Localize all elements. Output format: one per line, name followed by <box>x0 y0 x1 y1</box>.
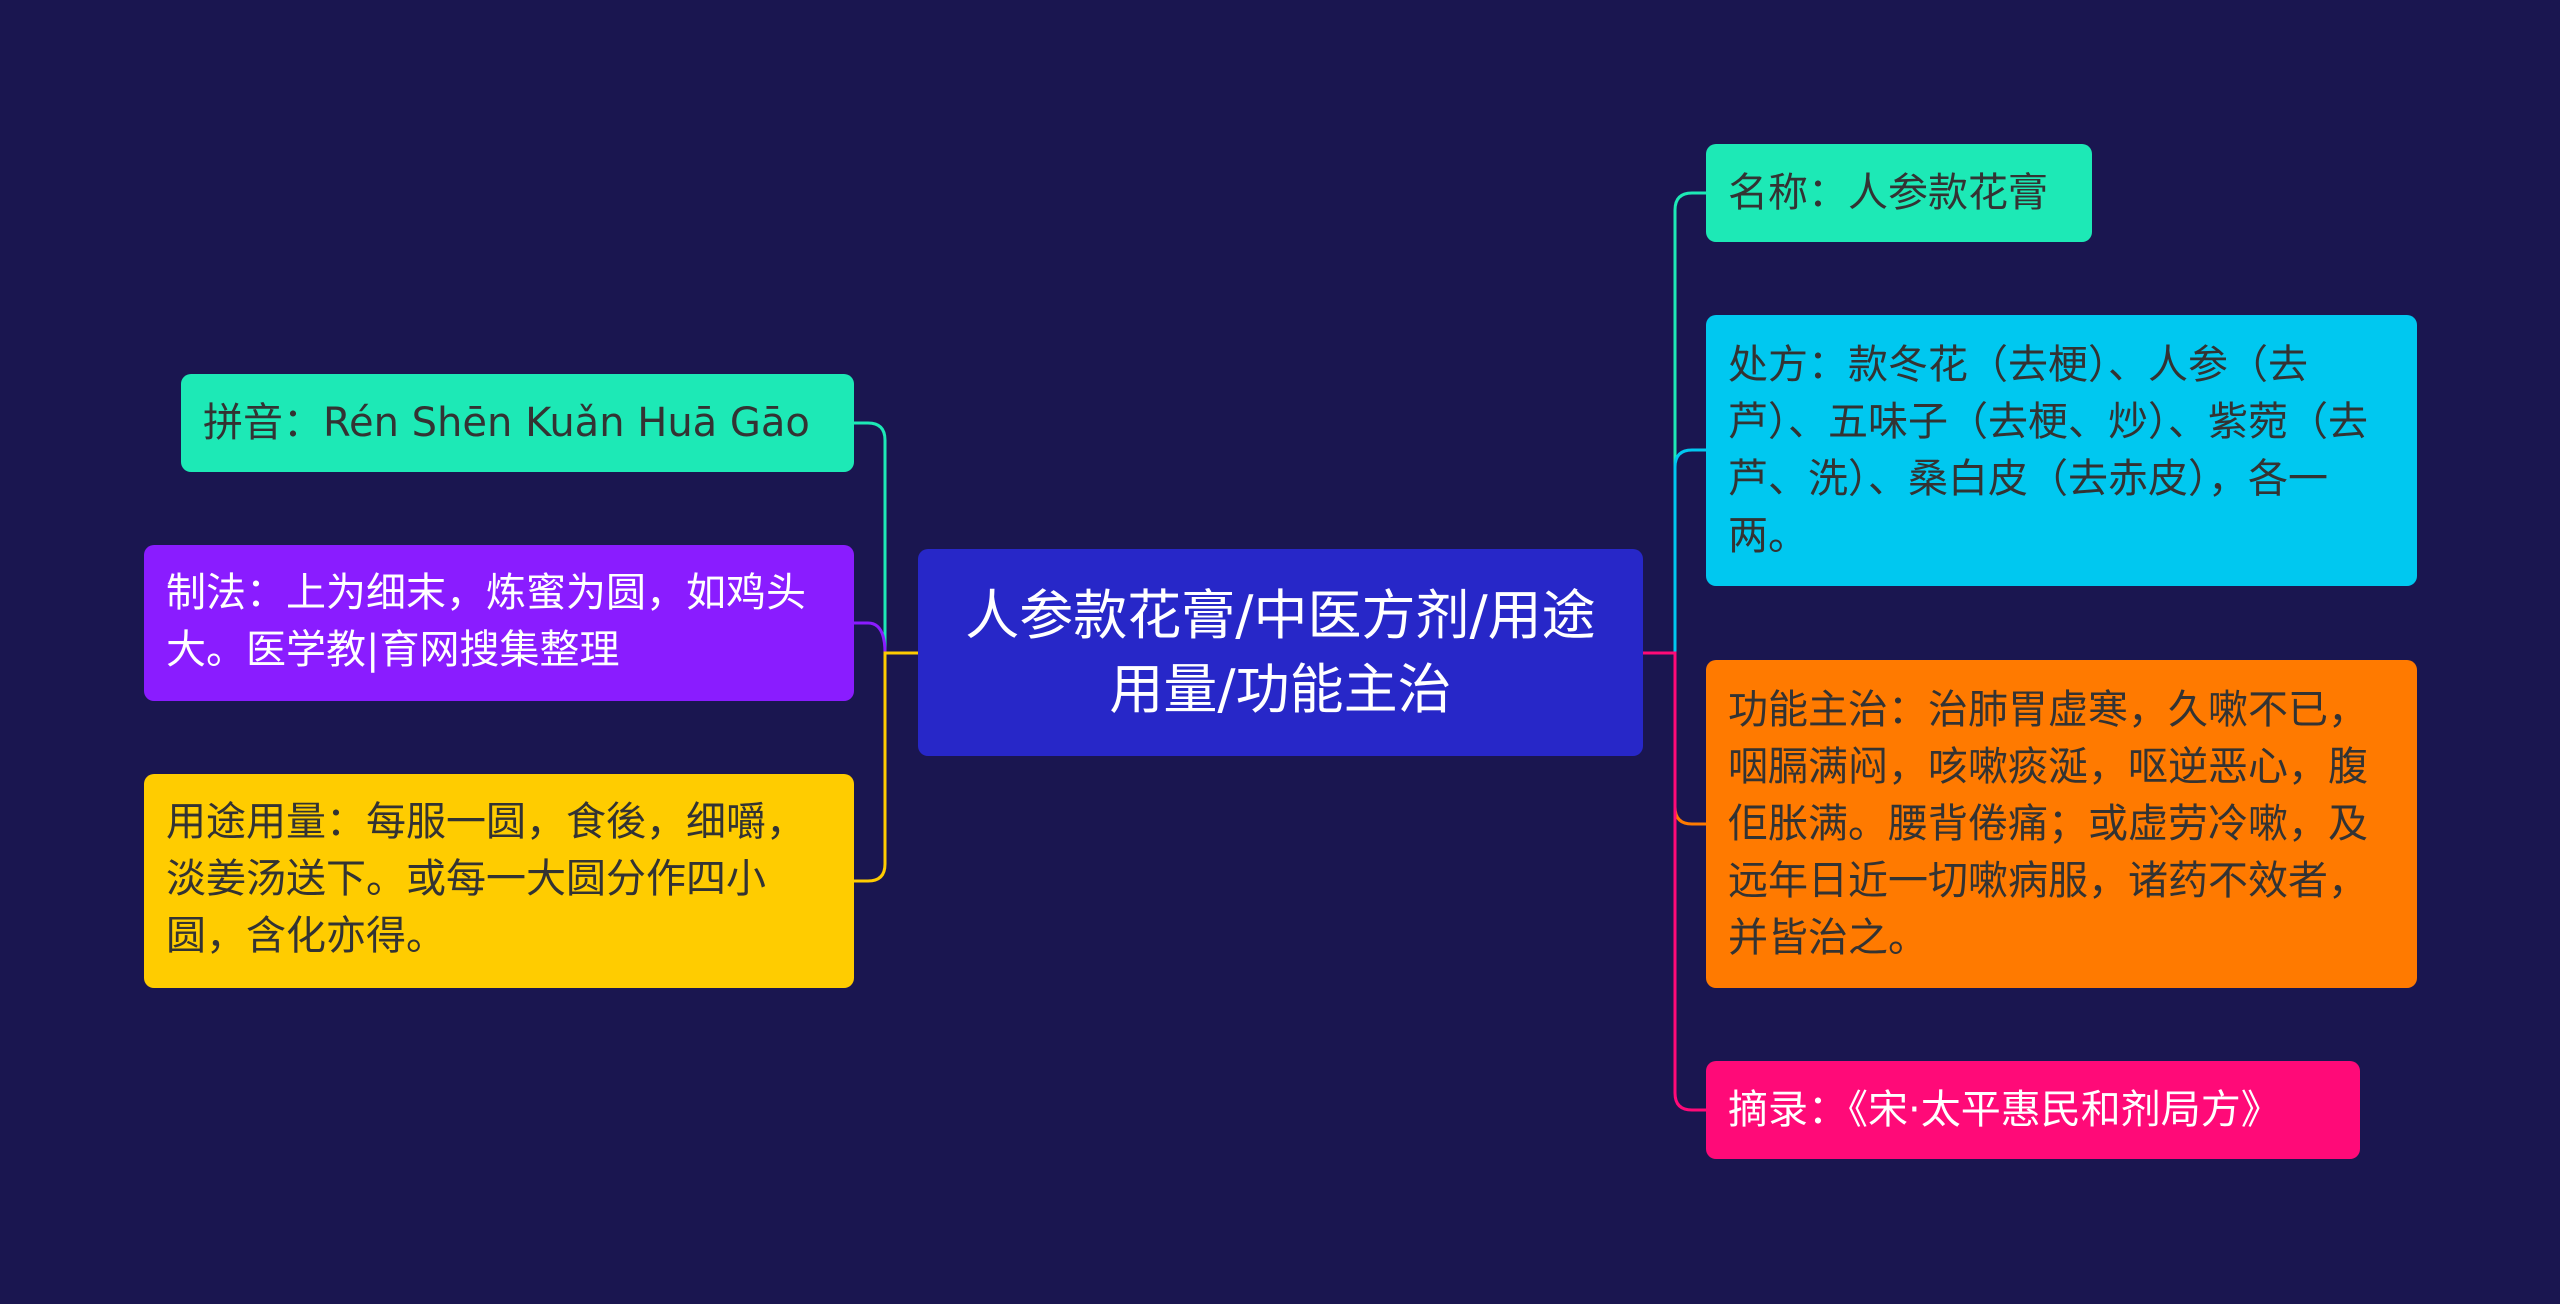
node-pinyin[interactable]: 拼音：Rén Shēn Kuǎn Huā Gāo <box>181 374 854 472</box>
link-chufang <box>1643 448 1706 655</box>
node-zhailu-text: 摘录：《宋·太平惠民和剂局方》 <box>1728 1086 2281 1133</box>
node-gongneng-text: 功能主治：治肺胃虚寒，久嗽不已，咽膈满闷，咳嗽痰涎，呕逆恶心，腹佢胀满。腰背倦痛… <box>1728 687 2368 961</box>
link-pinyin <box>854 421 918 655</box>
root-topic[interactable]: 人参款花膏/中医方剂/用途用量/功能主治 <box>918 549 1643 756</box>
node-yongtu[interactable]: 用途用量：每服一圆，食後，细嚼，淡姜汤送下。或每一大圆分作四小圆，含化亦得。 <box>144 774 854 988</box>
node-name[interactable]: 名称：人参款花膏 <box>1706 144 2092 242</box>
node-pinyin-text: 拼音：Rén Shēn Kuǎn Huā Gāo <box>203 399 810 446</box>
node-gongneng[interactable]: 功能主治：治肺胃虚寒，久嗽不已，咽膈满闷，咳嗽痰涎，呕逆恶心，腹佢胀满。腰背倦痛… <box>1706 660 2417 988</box>
link-yongtu <box>854 651 918 883</box>
node-chufang[interactable]: 处方：款冬花（去梗）、人参（去芦）、五味子（去梗、炒）、紫菀（去芦、洗）、桑白皮… <box>1706 315 2417 586</box>
link-name <box>1643 191 1706 655</box>
node-zhifa[interactable]: 制法：上为细末，炼蜜为圆，如鸡头大。医学教|育网搜集整理 <box>144 545 854 701</box>
node-zhailu[interactable]: 摘录：《宋·太平惠民和剂局方》 <box>1706 1061 2360 1159</box>
link-zhailu <box>1643 651 1706 1112</box>
node-zhifa-text: 制法：上为细末，炼蜜为圆，如鸡头大。医学教|育网搜集整理 <box>166 570 806 673</box>
node-chufang-text: 处方：款冬花（去梗）、人参（去芦）、五味子（去梗、炒）、紫菀（去芦、洗）、桑白皮… <box>1728 342 2368 559</box>
node-yongtu-text: 用途用量：每服一圆，食後，细嚼，淡姜汤送下。或每一大圆分作四小圆，含化亦得。 <box>166 799 806 959</box>
node-name-text: 名称：人参款花膏 <box>1728 169 2048 216</box>
root-topic-text: 人参款花膏/中医方剂/用途用量/功能主治 <box>965 583 1596 721</box>
